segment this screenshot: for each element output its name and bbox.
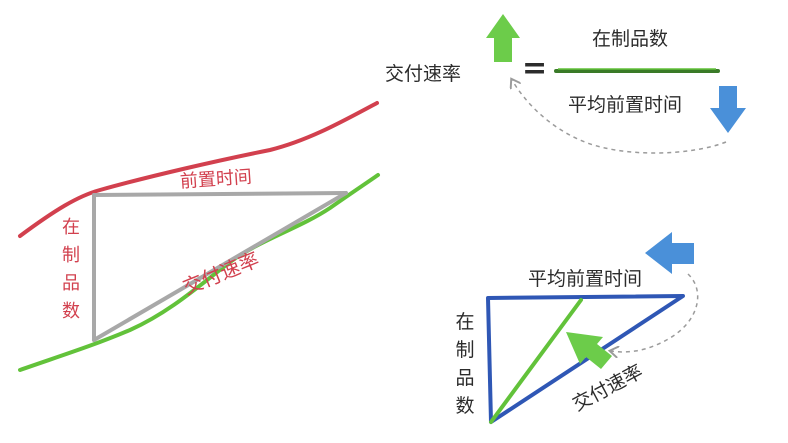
up-left-arrow-icon <box>566 332 612 369</box>
formula-equals: = <box>522 51 548 86</box>
delivery-rate-line <box>92 191 348 342</box>
down-arrow-icon <box>710 86 746 133</box>
left-arrow-icon <box>645 232 694 274</box>
formula-lhs: 交付速率 <box>385 63 462 85</box>
lead-time-curve <box>18 101 379 238</box>
lead-time-label: 前置时间 <box>179 166 253 193</box>
right-wip-label: 在制品数 <box>455 311 475 417</box>
blue-triangle <box>486 294 685 424</box>
avg-lead-time-label: 平均前置时间 <box>528 268 643 290</box>
wip-label: 在制品数 <box>62 217 80 322</box>
lead-time-line <box>92 191 348 197</box>
up-arrow-icon <box>486 14 520 62</box>
formula-numerator: 在制品数 <box>592 28 669 50</box>
delivery-curve <box>18 173 380 372</box>
dashed-curve-arrow-right <box>611 273 699 352</box>
green-diagonal <box>489 298 583 424</box>
dashed-curve-arrow <box>512 80 727 154</box>
formula-denominator: 平均前置时间 <box>568 94 683 116</box>
